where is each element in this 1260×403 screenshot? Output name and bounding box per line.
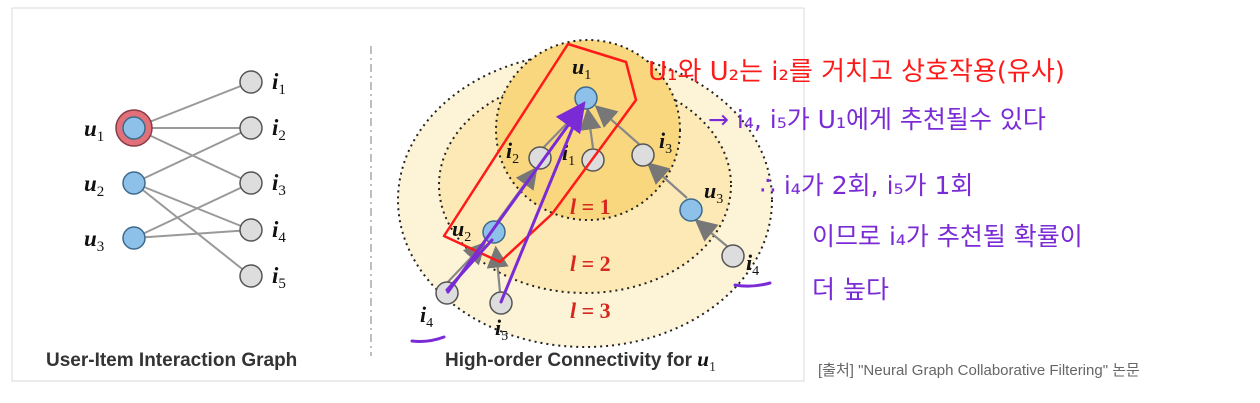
level-label-2: l = 2 [570,251,611,276]
graph-node-u1 [574,86,598,110]
graph-node-i2 [528,146,552,170]
user-node-u3 [122,226,146,250]
left-edges [133,81,252,277]
user-label-u3: u3 [84,226,104,255]
item-label-i1: i1 [272,69,286,98]
graph-label-i3: i3 [659,128,672,157]
purple-path-traces [445,101,586,304]
item-label-i5: i5 [272,263,286,292]
graph-node-i4-right [721,244,745,268]
level-label-3: l = 3 [570,298,611,323]
underline-mark-i4-left [410,335,446,343]
graph-label-i4-left: i4 [420,302,433,331]
item-node-i2 [239,116,263,140]
red-highlight-outline [442,42,638,264]
graph-label-u1: u1 [572,54,591,83]
item-node-i1 [239,70,263,94]
item-label-i2: i2 [272,115,286,144]
user-label-u1: u1 [84,116,104,145]
graph-label-i5: i5 [495,315,508,344]
graph-label-i1: i1 [562,140,575,169]
annotation-line-3: ∴ i₄가 2회, i₅가 1회 [760,171,973,200]
user-label-u2: u2 [84,171,104,200]
annotation-line-5: 더 높다 [812,275,889,304]
graph-label-u3: u3 [704,178,723,207]
underline-mark-i4-right [733,281,772,288]
annotation-line-2: → i₄, i₅가 U₁에게 추천될수 있다 [708,105,1046,134]
graph-label-u2: u2 [452,216,471,245]
left-caption: User-Item Interaction Graph [46,350,297,371]
item-node-i3 [239,171,263,195]
graph-label-i4-right: i4 [746,250,759,279]
graph-label-i2: i2 [506,138,519,167]
user-node-u2 [122,171,146,195]
item-label-i3: i3 [272,170,286,199]
source-caption: [출처] "Neural Graph Collaborative Filteri… [818,362,1140,379]
level-label-1: l = 1 [570,194,611,219]
annotation-line-4: 이므로 i₄가 추천될 확률이 [812,222,1083,251]
graph-node-u3 [679,198,703,222]
item-node-i4 [239,218,263,242]
user-node-u1 [122,116,146,140]
right-caption: High-order Connectivity for u1 [445,347,716,375]
item-label-i4: i4 [272,217,286,246]
user-item-interaction-graph: u1 u2 u3 i1 i2 i3 i4 i5 [84,69,286,292]
item-node-i5 [239,264,263,288]
graph-node-i3 [631,143,655,167]
annotation-line-1: U₁와 U₂는 i₂를 거치고 상호작용(유사) [648,57,1065,87]
